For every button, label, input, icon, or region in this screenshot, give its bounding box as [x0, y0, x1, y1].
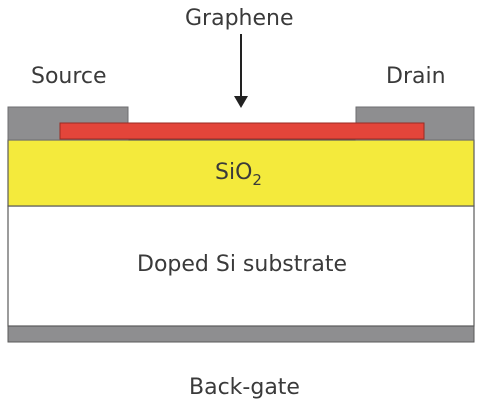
arrow-head-icon [234, 96, 248, 108]
oxide-label-main: SiO [215, 160, 253, 185]
oxide-label: SiO2 [215, 160, 262, 189]
drain-label: Drain [386, 64, 446, 89]
oxide-label-subscript: 2 [252, 171, 262, 189]
graphene-sheet [59, 122, 425, 140]
substrate-layer [7, 205, 475, 327]
backgate-label: Back-gate [189, 375, 300, 400]
back-gate-layer [7, 325, 475, 343]
graphene-label: Graphene [185, 6, 294, 31]
substrate-label: Doped Si substrate [137, 252, 348, 277]
source-label: Source [31, 64, 107, 89]
oxide-layer [7, 139, 475, 207]
